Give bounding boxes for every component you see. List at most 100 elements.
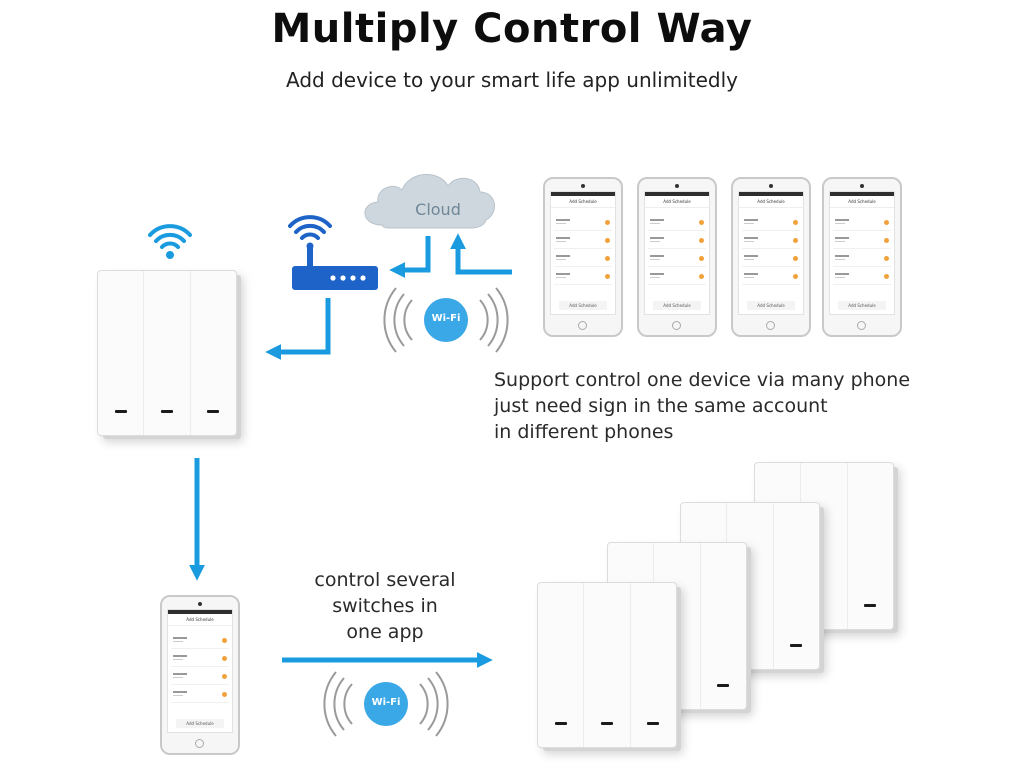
status-bar bbox=[168, 610, 232, 614]
page-title: Multiply Control Way bbox=[271, 6, 753, 52]
home-button[interactable] bbox=[766, 321, 775, 330]
add-schedule-button[interactable]: Add Schedule bbox=[838, 301, 886, 310]
toggle-dot[interactable] bbox=[222, 638, 227, 643]
schedule-row[interactable] bbox=[171, 652, 229, 667]
schedule-row[interactable] bbox=[648, 216, 706, 231]
caption-line: one app bbox=[346, 621, 424, 643]
schedule-row[interactable] bbox=[171, 688, 229, 703]
wifi-signal-icon bbox=[148, 224, 192, 259]
switch-gang[interactable] bbox=[727, 503, 774, 669]
schedule-row[interactable] bbox=[554, 252, 612, 267]
schedule-row[interactable] bbox=[742, 234, 800, 249]
home-button[interactable] bbox=[195, 739, 204, 748]
led-indicator bbox=[600, 722, 613, 725]
schedule-row[interactable] bbox=[742, 216, 800, 231]
toggle-dot[interactable] bbox=[884, 220, 889, 225]
screen-header: Add Schedule bbox=[830, 197, 894, 208]
caption-line: in different phones bbox=[494, 421, 674, 443]
switch-gang[interactable] bbox=[98, 271, 145, 435]
screen-header: Add Schedule bbox=[645, 197, 709, 208]
switch-gang[interactable] bbox=[144, 271, 191, 435]
schedule-row[interactable] bbox=[742, 270, 800, 285]
camera-dot bbox=[675, 184, 679, 188]
schedule-row[interactable] bbox=[554, 216, 612, 231]
caption-several-switches: control several switches in one app bbox=[290, 567, 480, 645]
home-button[interactable] bbox=[672, 321, 681, 330]
main-wall-switch bbox=[97, 270, 237, 436]
switch-gang[interactable] bbox=[631, 583, 676, 747]
cloud-icon bbox=[364, 174, 495, 229]
router-icon bbox=[292, 248, 378, 290]
led-indicator bbox=[790, 644, 803, 647]
schedule-row[interactable] bbox=[833, 252, 891, 267]
switch-gang[interactable] bbox=[774, 503, 819, 669]
switch-gang[interactable] bbox=[538, 583, 585, 747]
camera-dot bbox=[860, 184, 864, 188]
caption-line: switches in bbox=[332, 595, 438, 617]
schedule-row[interactable] bbox=[171, 634, 229, 649]
switch-gang[interactable] bbox=[191, 271, 236, 435]
toggle-dot[interactable] bbox=[222, 674, 227, 679]
toggle-dot[interactable] bbox=[222, 656, 227, 661]
wifi-badge-icon bbox=[323, 671, 449, 737]
camera-dot bbox=[769, 184, 773, 188]
switch-gang[interactable] bbox=[584, 583, 631, 747]
schedule-row[interactable] bbox=[648, 252, 706, 267]
camera-dot bbox=[198, 602, 202, 606]
toggle-dot[interactable] bbox=[699, 256, 704, 261]
led-indicator bbox=[864, 604, 877, 607]
schedule-row[interactable] bbox=[833, 216, 891, 231]
add-schedule-button[interactable]: Add Schedule bbox=[653, 301, 701, 310]
toggle-dot[interactable] bbox=[793, 238, 798, 243]
led-indicator bbox=[114, 410, 127, 413]
wifi-badge-label: Wi-Fi bbox=[371, 697, 401, 708]
schedule-row[interactable] bbox=[833, 270, 891, 285]
toggle-dot[interactable] bbox=[699, 274, 704, 279]
schedule-row[interactable] bbox=[648, 270, 706, 285]
toggle-dot[interactable] bbox=[884, 256, 889, 261]
schedule-row[interactable] bbox=[648, 234, 706, 249]
add-schedule-button[interactable]: Add Schedule bbox=[559, 301, 607, 310]
camera-dot bbox=[581, 184, 585, 188]
led-indicator bbox=[554, 722, 567, 725]
caption-line: control several bbox=[314, 569, 456, 591]
toggle-dot[interactable] bbox=[793, 220, 798, 225]
toggle-dot[interactable] bbox=[884, 274, 889, 279]
schedule-row[interactable] bbox=[833, 234, 891, 249]
toggle-dot[interactable] bbox=[699, 220, 704, 225]
toggle-dot[interactable] bbox=[793, 274, 798, 279]
status-bar bbox=[645, 192, 709, 196]
screen-header: Add Schedule bbox=[551, 197, 615, 208]
schedule-row[interactable] bbox=[171, 670, 229, 685]
switch-gang[interactable] bbox=[701, 543, 746, 709]
schedule-row[interactable] bbox=[742, 252, 800, 267]
switch-gang[interactable] bbox=[801, 463, 848, 629]
toggle-dot[interactable] bbox=[605, 274, 610, 279]
toggle-dot[interactable] bbox=[699, 238, 704, 243]
add-schedule-button[interactable]: Add Schedule bbox=[747, 301, 795, 310]
switch-gang[interactable] bbox=[848, 463, 893, 629]
caption-line: just need sign in the same account bbox=[494, 395, 828, 417]
led-indicator bbox=[717, 684, 730, 687]
add-schedule-button[interactable]: Add Schedule bbox=[176, 719, 224, 728]
toggle-dot[interactable] bbox=[605, 238, 610, 243]
schedule-row[interactable] bbox=[554, 234, 612, 249]
arrow-cloud-to-router bbox=[389, 236, 431, 279]
caption-line: Support control one device via many phon… bbox=[494, 369, 911, 391]
schedule-row[interactable] bbox=[554, 270, 612, 285]
toggle-dot[interactable] bbox=[884, 238, 889, 243]
toggle-dot[interactable] bbox=[793, 256, 798, 261]
toggle-dot[interactable] bbox=[605, 220, 610, 225]
home-button[interactable] bbox=[578, 321, 587, 330]
switch-gang[interactable] bbox=[654, 543, 701, 709]
home-button[interactable] bbox=[857, 321, 866, 330]
toggle-dot[interactable] bbox=[605, 256, 610, 261]
toggle-dot[interactable] bbox=[222, 692, 227, 697]
